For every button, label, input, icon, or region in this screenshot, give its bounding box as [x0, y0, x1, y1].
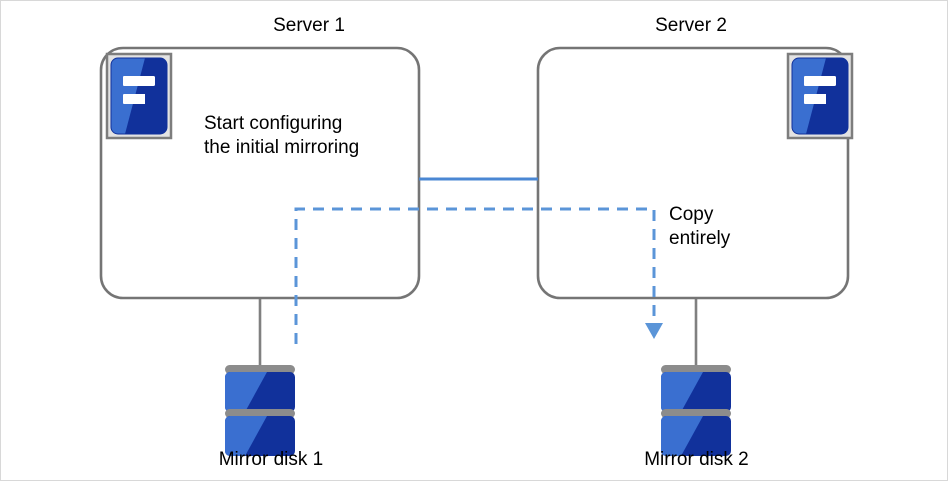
server-1-icon: [107, 54, 171, 138]
mirror-disk-2-label: Mirror disk 2: [644, 449, 749, 470]
mirror-disk-2-icon: [661, 365, 731, 456]
server-1-note: Start configuring the initial mirroring: [204, 113, 360, 159]
server-1-title: Server 1: [273, 15, 345, 36]
mirror-disk-1-label: Mirror disk 1: [218, 449, 324, 470]
server-2-title: Server 2: [655, 15, 727, 36]
mirror-disk-1-icon: [225, 365, 295, 456]
server-1-box[interactable]: [99, 46, 421, 300]
copy-flow-arrowhead: [645, 323, 663, 339]
server-2-box[interactable]: [536, 46, 850, 300]
server-2-icon: [788, 54, 852, 138]
copy-flow-arrow: [294, 207, 656, 344]
copy-flow-label: Copy entirely: [669, 204, 731, 250]
